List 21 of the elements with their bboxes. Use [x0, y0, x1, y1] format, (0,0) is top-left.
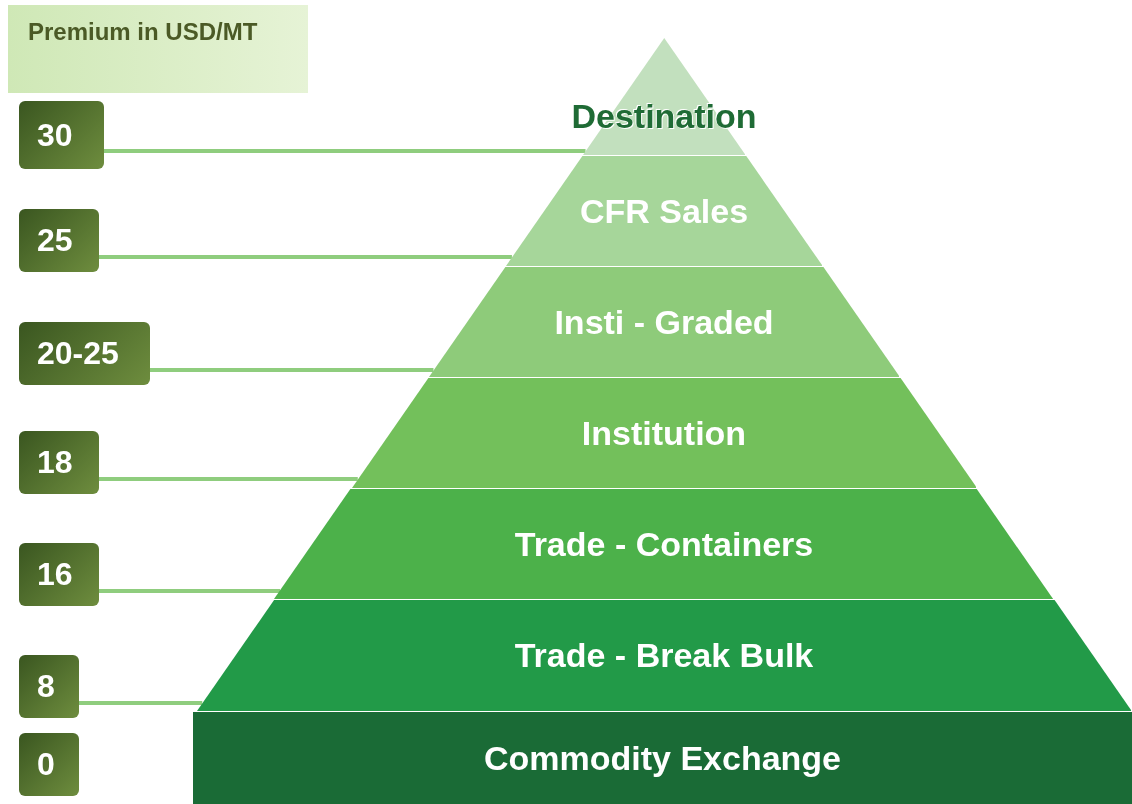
layer-label: Institution — [581, 413, 747, 453]
leader-line — [99, 255, 512, 259]
value-box: 0 — [19, 733, 79, 796]
header-box: Premium in USD/MT — [8, 5, 308, 93]
leader-line — [79, 701, 203, 705]
value-box: 16 — [19, 543, 99, 606]
layer-label: Trade - Break Bulk — [514, 636, 814, 675]
value-box: 8 — [19, 655, 79, 718]
leader-line — [150, 368, 434, 372]
leader-line — [99, 477, 358, 481]
value-box: 25 — [19, 209, 99, 272]
layer-label: Destination — [571, 97, 757, 136]
value-box: 18 — [19, 431, 99, 494]
leader-line — [104, 149, 586, 153]
leader-line — [99, 589, 280, 593]
value-box: 20-25 — [19, 322, 150, 385]
layer-label: CFR Sales — [579, 191, 749, 231]
layer-label: Commodity Exchange — [483, 738, 842, 778]
value-box: 30 — [19, 101, 104, 169]
layer-label: Trade - Containers — [514, 524, 814, 564]
layer-label: Insti - Graded — [554, 302, 774, 342]
